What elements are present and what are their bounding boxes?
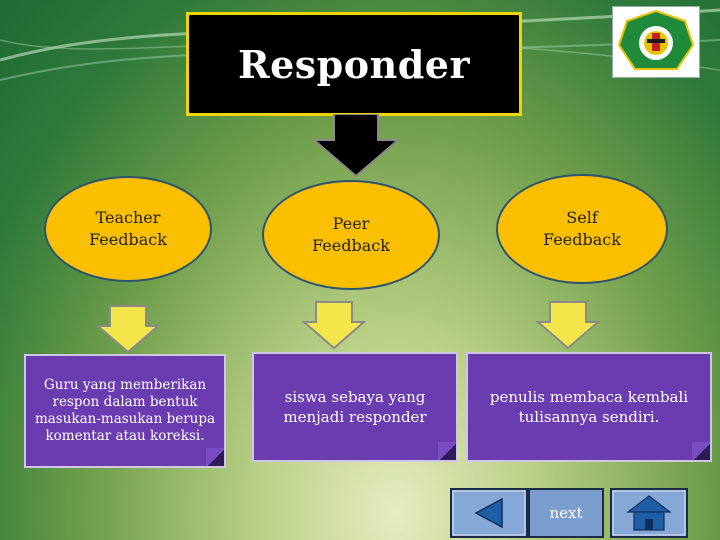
title-text: Responder [238,41,470,87]
next-label: next [549,504,583,522]
page-fold [438,442,456,460]
self-down-arrow [536,301,600,350]
home-button[interactable] [610,488,688,538]
peer-feedback-ellipse: Peer Feedback [262,180,440,290]
peer-feedback-line2: Feedback [312,236,390,255]
self-description: penulis membaca kembali tulisannya sendi… [489,388,689,426]
peer-feedback-line1: Peer [332,214,370,233]
house-icon [612,490,686,536]
peer-description: siswa sebaya yang menjadi responder [283,388,427,426]
teacher-feedback-line1: Teacher [95,208,161,227]
self-feedback-line2: Feedback [543,230,621,249]
next-button[interactable]: next [528,488,604,538]
triangle-left-icon [452,490,526,536]
self-feedback-line1: Self [566,208,598,227]
teacher-feedback-line2: Feedback [89,230,167,249]
teacher-feedback-ellipse: Teacher Feedback [44,176,212,282]
title-down-arrow [312,114,400,178]
peer-down-arrow [302,301,366,350]
peer-description-box: siswa sebaya yang menjadi responder [252,352,458,462]
teacher-description: Guru yang memberikan respon dalam bentuk… [34,377,216,444]
self-description-box: penulis membaca kembali tulisannya sendi… [466,352,712,462]
university-logo [612,6,700,78]
title-box: Responder [186,12,522,116]
page-fold [206,448,224,466]
logo-emblem-icon [617,9,695,70]
self-feedback-ellipse: Self Feedback [496,174,668,284]
teacher-description-box: Guru yang memberikan respon dalam bentuk… [24,354,226,468]
back-button[interactable] [450,488,528,538]
teacher-down-arrow [96,305,160,354]
page-fold [692,442,710,460]
